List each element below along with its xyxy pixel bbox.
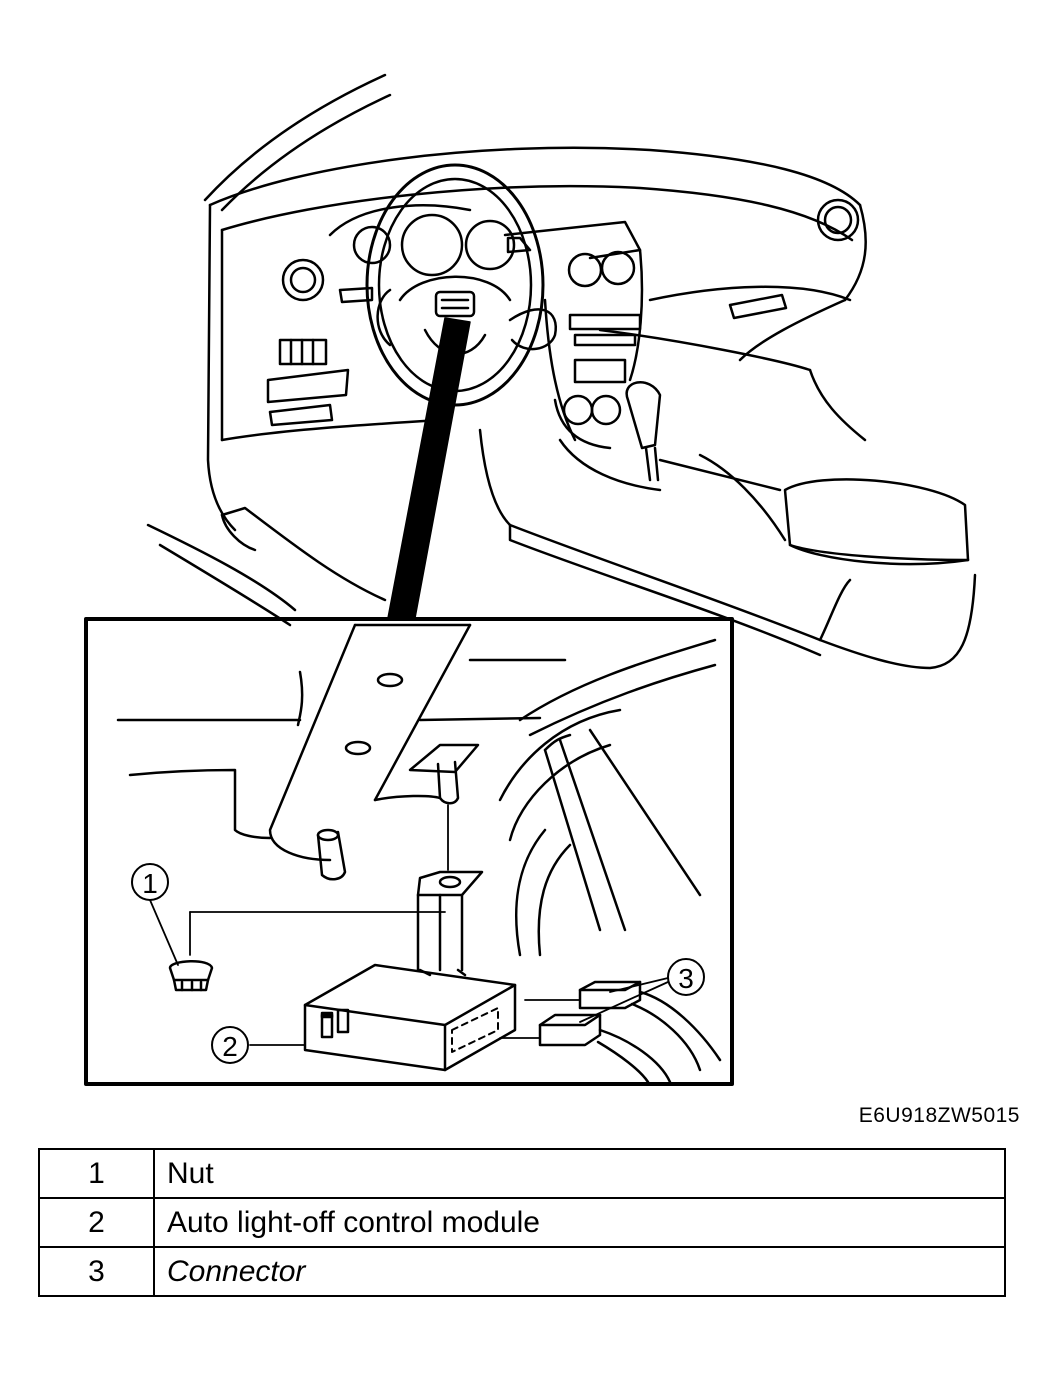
dashboard-drawing (146, 73, 977, 670)
legend-table: 1 Nut 2 Auto light-off control module 3 … (38, 1148, 1006, 1297)
callout-1-text: 1 (142, 868, 158, 899)
inset-frame (84, 617, 734, 1086)
callout-3-text: 3 (678, 963, 694, 994)
callout-wedge (387, 317, 471, 619)
figure-code: E6U918ZW5015 (858, 1104, 1020, 1127)
legend-label: Connector (153, 1246, 1006, 1297)
callout-2-text: 2 (222, 1031, 238, 1062)
legend-number: 2 (38, 1197, 155, 1248)
callout-2: 2 (211, 1026, 249, 1064)
legend-number: 3 (38, 1246, 155, 1297)
dashboard-illustration: 1 2 3 (84, 73, 977, 1086)
legend-row: 1 Nut (38, 1148, 1006, 1199)
inset-drawing (116, 623, 722, 1084)
legend-row: 2 Auto light-off control module (38, 1197, 1006, 1248)
callout-1: 1 (131, 863, 179, 966)
legend-row: 3 Connector (38, 1246, 1006, 1297)
legend-label: Nut (153, 1148, 1006, 1199)
legend-number: 1 (38, 1148, 155, 1199)
callout-3: 3 (667, 958, 705, 996)
legend-label: Auto light-off control module (153, 1197, 1006, 1248)
